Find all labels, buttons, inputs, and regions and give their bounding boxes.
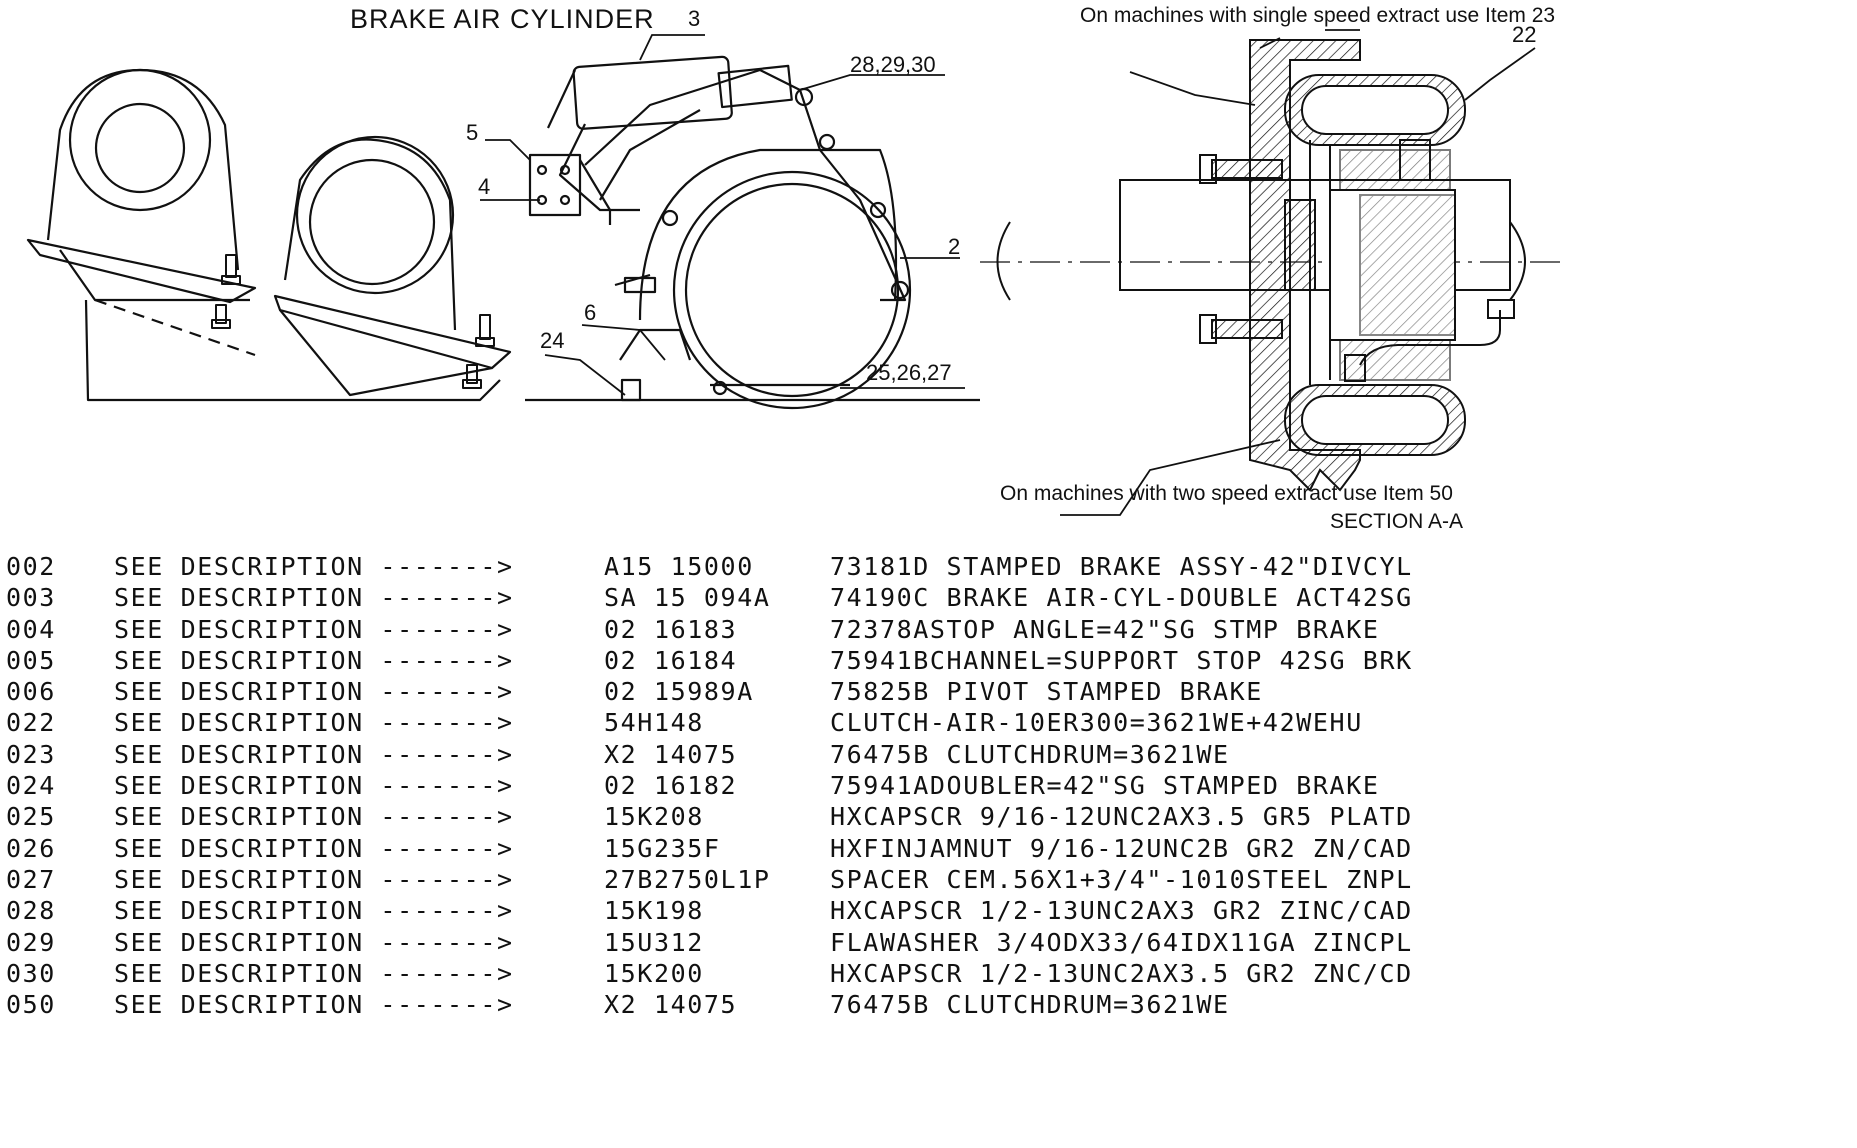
table-row: 027 SEE DESCRIPTION -------> 27B2750L1P …: [0, 865, 1560, 896]
callout-22: 22: [1512, 22, 1537, 47]
part-description: CLUTCH-AIR-10ER300=3621WE+42WEHU: [830, 708, 1363, 738]
see-description: SEE DESCRIPTION ------->: [114, 552, 514, 581]
callout-25-26-27: 25,26,27: [866, 360, 952, 385]
item-number: 002: [6, 552, 56, 581]
item-number: 050: [6, 990, 56, 1020]
note-two-speed: On machines with two speed extract use I…: [1000, 482, 1453, 505]
item-number: 023: [6, 739, 56, 769]
see-description: SEE DESCRIPTION ------->: [114, 677, 514, 707]
see-description: SEE DESCRIPTION ------->: [114, 927, 514, 957]
table-row: 029 SEE DESCRIPTION -------> 15U312 FLAW…: [0, 928, 1560, 959]
diagram-title: BRAKE AIR CYLINDER: [350, 4, 655, 34]
callout-3: 3: [688, 6, 701, 31]
part-description: 72378ASTOP ANGLE=42"SG STMP BRAKE: [830, 614, 1380, 644]
part-number: 15K200: [604, 958, 704, 988]
part-description: 73181D STAMPED BRAKE ASSY-42"DIVCYL: [830, 552, 1413, 581]
table-row: 005 SEE DESCRIPTION -------> 02 16184 75…: [0, 646, 1560, 677]
table-row: 030 SEE DESCRIPTION -------> 15K200 HXCA…: [0, 959, 1560, 990]
item-number: 024: [6, 771, 56, 801]
callout-6: 6: [584, 300, 597, 325]
part-description: 76475B CLUTCHDRUM=3621WE: [830, 990, 1230, 1020]
part-description: HXCAPSCR 1/2-13UNC2AX3 GR2 ZINC/CAD: [830, 896, 1413, 926]
part-number: 15U312: [604, 927, 704, 957]
see-description: SEE DESCRIPTION ------->: [114, 990, 514, 1020]
part-description: 75941BCHANNEL=SUPPORT STOP 42SG BRK: [830, 645, 1413, 675]
table-row: 028 SEE DESCRIPTION -------> 15K198 HXCA…: [0, 896, 1560, 927]
item-number: 026: [6, 833, 56, 863]
see-description: SEE DESCRIPTION ------->: [114, 708, 514, 738]
item-number: 025: [6, 802, 56, 832]
table-row: 002 SEE DESCRIPTION -------> A15 15000 7…: [0, 552, 1560, 583]
callout-2: 2: [948, 234, 961, 259]
part-number: 54H148: [604, 708, 704, 738]
part-number: 27B2750L1P: [604, 864, 771, 894]
table-row: 006 SEE DESCRIPTION -------> 02 15989A 7…: [0, 677, 1560, 708]
see-description: SEE DESCRIPTION ------->: [114, 645, 514, 675]
see-description: SEE DESCRIPTION ------->: [114, 802, 514, 832]
part-number: 15K208: [604, 802, 704, 832]
callout-24: 24: [540, 328, 565, 353]
item-number: 029: [6, 927, 56, 957]
table-row: 050 SEE DESCRIPTION -------> X2 14075 76…: [0, 990, 1560, 1021]
part-description: 74190C BRAKE AIR-CYL-DOUBLE ACT42SG: [830, 583, 1413, 613]
parts-list: 002 SEE DESCRIPTION -------> A15 15000 7…: [0, 552, 1560, 1021]
table-row: 025 SEE DESCRIPTION -------> 15K208 HXCA…: [0, 802, 1560, 833]
part-number: 15K198: [604, 896, 704, 926]
part-number: 02 16183: [604, 614, 738, 644]
part-description: 75825B PIVOT STAMPED BRAKE: [830, 677, 1263, 707]
part-number: SA 15 094A: [604, 583, 771, 613]
part-number: 02 15989A: [604, 677, 754, 707]
brake-assembly-drawing: [26, 34, 980, 410]
part-description: HXCAPSCR 9/16-12UNC2AX3.5 GR5 PLATD: [830, 802, 1413, 832]
item-number: 006: [6, 677, 56, 707]
callout-5: 5: [466, 120, 479, 145]
table-row: 022 SEE DESCRIPTION -------> 54H148 CLUT…: [0, 708, 1560, 739]
item-number: 004: [6, 614, 56, 644]
see-description: SEE DESCRIPTION ------->: [114, 614, 514, 644]
item-number: 030: [6, 958, 56, 988]
item-number: 005: [6, 645, 56, 675]
part-description: 75941ADOUBLER=42"SG STAMPED BRAKE: [830, 771, 1380, 801]
part-description: 76475B CLUTCHDRUM=3621WE: [830, 739, 1230, 769]
see-description: SEE DESCRIPTION ------->: [114, 739, 514, 769]
part-number: X2 14075: [604, 739, 738, 769]
see-description: SEE DESCRIPTION ------->: [114, 771, 514, 801]
part-description: FLAWASHER 3/4ODX33/64IDX11GA ZINCPL: [830, 927, 1413, 957]
callout-28-29-30: 28,29,30: [850, 52, 936, 77]
section-label: SECTION A-A: [1330, 510, 1464, 533]
part-number: A15 15000: [604, 552, 754, 581]
see-description: SEE DESCRIPTION ------->: [114, 958, 514, 988]
part-number: X2 14075: [604, 990, 738, 1020]
see-description: SEE DESCRIPTION ------->: [114, 864, 514, 894]
part-description: HXCAPSCR 1/2-13UNC2AX3.5 GR2 ZNC/CD: [830, 958, 1413, 988]
clutch-section-drawing: [980, 29, 1560, 516]
item-number: 027: [6, 864, 56, 894]
table-row: 024 SEE DESCRIPTION -------> 02 16182 75…: [0, 771, 1560, 802]
note-single-speed: On machines with single speed extract us…: [1080, 4, 1556, 27]
callout-4: 4: [478, 174, 491, 199]
table-row: 003 SEE DESCRIPTION -------> SA 15 094A …: [0, 583, 1560, 614]
see-description: SEE DESCRIPTION ------->: [114, 583, 514, 613]
see-description: SEE DESCRIPTION ------->: [114, 896, 514, 926]
part-description: SPACER CEM.56X1+3/4"-1010STEEL ZNPL: [830, 864, 1413, 894]
see-description: SEE DESCRIPTION ------->: [114, 833, 514, 863]
item-number: 003: [6, 583, 56, 613]
part-description: HXFINJAMNUT 9/16-12UNC2B GR2 ZN/CAD: [830, 833, 1413, 863]
item-number: 022: [6, 708, 56, 738]
item-number: 028: [6, 896, 56, 926]
part-number: 02 16184: [604, 645, 738, 675]
table-row: 023 SEE DESCRIPTION -------> X2 14075 76…: [0, 740, 1560, 771]
part-number: 02 16182: [604, 771, 738, 801]
table-row: 026 SEE DESCRIPTION -------> 15G235F HXF…: [0, 834, 1560, 865]
part-number: 15G235F: [604, 833, 721, 863]
table-row: 004 SEE DESCRIPTION -------> 02 16183 72…: [0, 615, 1560, 646]
